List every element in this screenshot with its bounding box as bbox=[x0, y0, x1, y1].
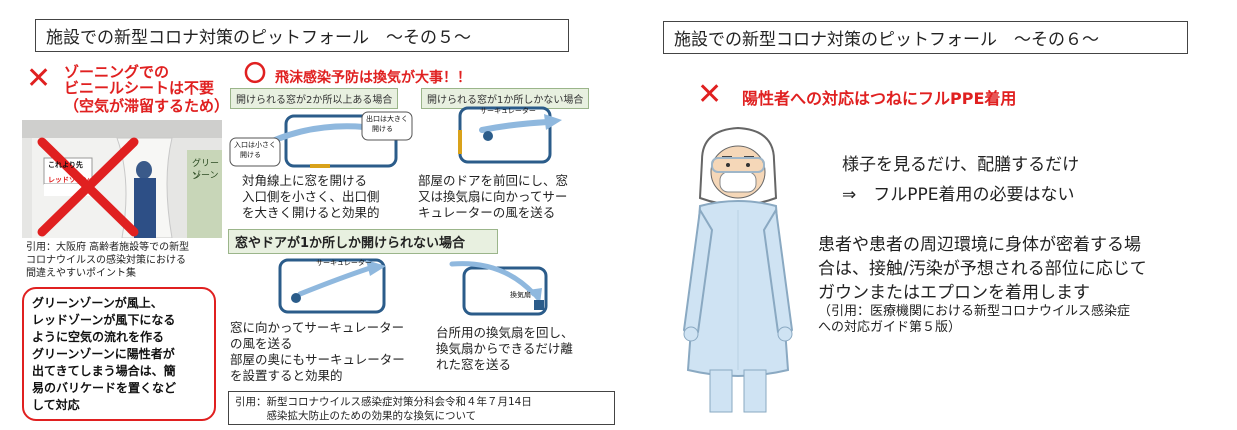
photo-illustration bbox=[22, 120, 222, 238]
door-circulator-diagram bbox=[458, 106, 562, 164]
photo-sign-green-2: ゾーン bbox=[192, 171, 219, 181]
green-zone-note: グリーンゾーンが風上、 レッドゾーンが風下になる ように空気の流れを作る グリー… bbox=[22, 287, 216, 421]
photo-sign-text-1: これより先 bbox=[48, 161, 83, 169]
entrance-label-2: 開ける bbox=[240, 151, 261, 159]
desc-diagonal-window: 対角線上に窓を開ける 入口側を小さく、出口側 を大きく開けると効果的 bbox=[242, 173, 380, 220]
observe-only-text: 様子を見るだけ、配膳するだけ bbox=[842, 155, 1080, 175]
entrance-label-1: 入口は小さく bbox=[234, 141, 276, 149]
exit-label-1: 出口は大きく bbox=[366, 115, 408, 123]
ppe-worker-illustration bbox=[682, 126, 794, 413]
fan-label: 換気扇 bbox=[510, 291, 531, 299]
photo-citation: 引用：大阪府 高齢者施設等での新型 コロナウイルスの感染対策における 間違えやす… bbox=[26, 242, 190, 279]
photo-sign-text-2: レッドゾーン bbox=[48, 176, 90, 184]
tag-two-windows: 開けられる窓が2か所以上ある場合 bbox=[230, 88, 399, 109]
diagonal-window-diagram bbox=[229, 111, 413, 168]
circulator-label-top: サーキュレーター bbox=[480, 107, 536, 115]
zoning-heading-line3: （空気が滞留するため） bbox=[64, 97, 230, 115]
exit-label-2: 開ける bbox=[372, 125, 393, 133]
one-opening-heading: 窓やドアが1か所しか開けられない場合 bbox=[228, 229, 498, 254]
ppe-x-mark-icon: ✕ bbox=[697, 77, 723, 112]
desc-window-circulator: 窓に向かってサーキュレーター の風を送る 部屋の奥にもサーキュレーター を設置す… bbox=[230, 320, 405, 383]
desc-door-circulator: 部屋のドアを前回にし、窓 又は換気扇に向かってサー キュレーターの風を送る bbox=[418, 173, 569, 220]
x-mark-icon: ✕ bbox=[26, 61, 52, 96]
ventilation-citation: 引用：新型コロナウイルス感染症対策分科会令和４年７月14日 感染拡大防止のための… bbox=[228, 391, 615, 425]
window-circulator-diagram bbox=[278, 258, 386, 314]
zoning-heading-line2: ビニールシートは不要 bbox=[64, 79, 215, 97]
guide-citation: （引用：医療機関における新型コロナウイルス感染症 への対応ガイド第５版） bbox=[818, 304, 1131, 335]
ppe-heading: 陽性者への対応はつねにフルPPE着用 bbox=[742, 89, 1017, 108]
circle-mark-icon: 〇 bbox=[244, 62, 267, 87]
photo-sign-green-1: グリーン bbox=[192, 159, 220, 182]
desc-kitchen-fan: 台所用の換気扇を回し、 換気扇からできるだけ離 れた窓を送る bbox=[436, 325, 574, 372]
droplet-heading: 飛沫感染予防は換気が大事！！ bbox=[275, 70, 471, 86]
left-slide-title: 施設での新型コロナ対策のピットフォール ～その５～ bbox=[35, 19, 569, 52]
circulator-label-bottom: サーキュレーター bbox=[316, 259, 372, 267]
zoning-heading-line1: ゾーニングでの bbox=[64, 63, 170, 81]
vinyl-sheet-photo: これより先 レッドゾーン グリーン ゾーン bbox=[22, 120, 222, 238]
no-full-ppe-text: ⇒ フルPPE着用の必要はない bbox=[842, 185, 1075, 205]
gown-guidance-text: 患者や患者の周辺環境に身体が密着する場 合は、接触/汚染が予想される部位に応じて… bbox=[818, 235, 1147, 303]
right-slide-title: 施設での新型コロナ対策のピットフォール ～その６～ bbox=[663, 21, 1188, 54]
kitchen-fan-diagram bbox=[449, 261, 548, 316]
